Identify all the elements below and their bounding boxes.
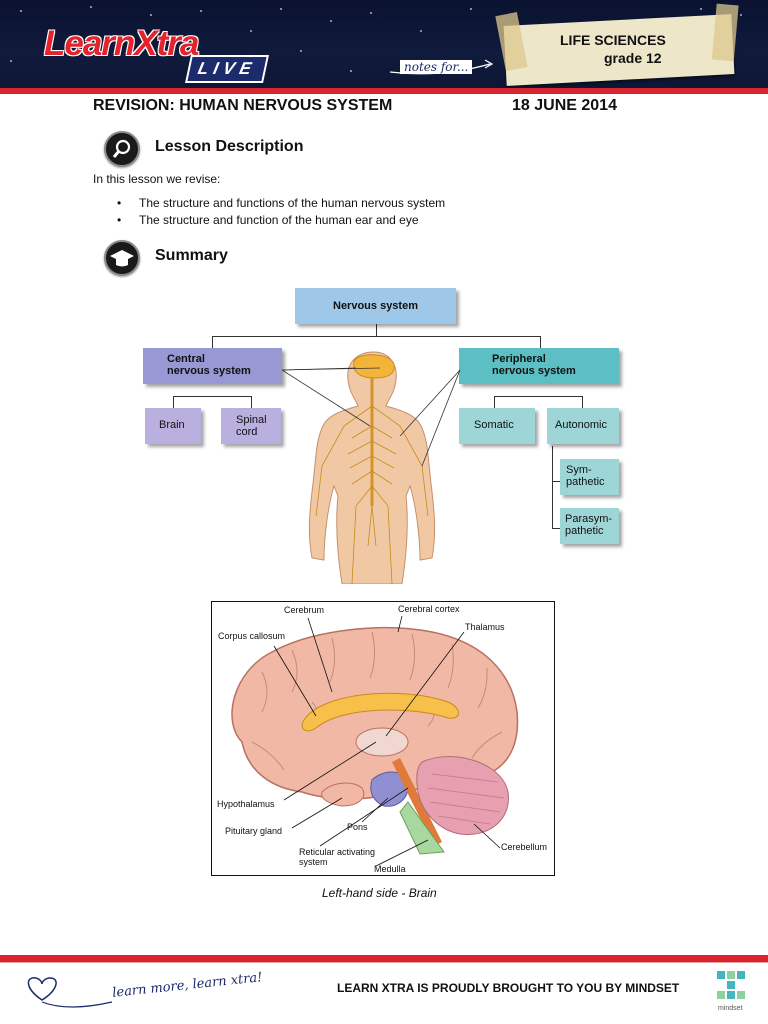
spinal-cord-label: Spinal cord <box>236 414 267 438</box>
graduation-cap-icon <box>104 240 140 276</box>
figure-caption: Left-hand side - Brain <box>322 886 437 900</box>
notes-for-label: notes for... <box>400 60 473 74</box>
brain-cross-section-illustration <box>231 615 519 867</box>
spinal-cord-box: Spinal cord <box>221 408 281 444</box>
connector-line <box>173 396 251 397</box>
connector-line <box>494 396 495 408</box>
list-item: The structure and function of the human … <box>139 213 419 227</box>
learnxtra-logo: LearnXtra <box>44 24 199 63</box>
label-medulla: Medulla <box>374 864 406 874</box>
mindset-label: mindset <box>718 1005 743 1012</box>
bullet-dot: • <box>117 213 122 227</box>
autonomic-box: Autonomic <box>547 408 619 444</box>
parasympathetic-label: Parasym- pathetic <box>565 513 613 537</box>
footer-credit-text: LEARN XTRA IS PROUDLY BROUGHT TO YOU BY … <box>337 981 680 995</box>
document-date: 18 JUNE 2014 <box>512 97 617 114</box>
grade-label: grade 12 <box>604 50 662 66</box>
subject-name: LIFE SCIENCES <box>560 32 666 48</box>
peripheral-nervous-box: Peripheral nervous system <box>459 348 619 384</box>
bullet-dot: • <box>117 196 122 210</box>
sympathetic-box: Sym- pathetic <box>560 459 619 495</box>
magnifier-icon <box>104 131 140 167</box>
label-reticular-activating-system: Reticular activating system <box>299 847 376 867</box>
somatic-label: Somatic <box>474 419 514 431</box>
connector-line <box>582 396 583 408</box>
footer-slogan: learn more, learn xtra! <box>111 970 264 1001</box>
nervous-system-label: Nervous system <box>333 300 418 312</box>
label-cerebrum: Cerebrum <box>284 605 325 615</box>
brain-box: Brain <box>145 408 201 444</box>
label-cerebellum: Cerebellum <box>501 842 548 852</box>
label-pituitary-gland: Pituitary gland <box>225 826 283 836</box>
label-corpus-callosum: Corpus callosum <box>218 631 286 641</box>
label-pons: Pons <box>347 822 368 832</box>
connector-line <box>552 446 553 528</box>
central-nervous-box: Central nervous system <box>143 348 282 384</box>
somatic-box: Somatic <box>459 408 535 444</box>
brain-label: Brain <box>159 419 185 431</box>
live-badge: LIVE <box>185 55 269 83</box>
connector-line <box>540 336 541 348</box>
heart-swirl-icon <box>27 977 113 1008</box>
label-hypothalamus: Hypothalamus <box>217 799 275 809</box>
nervous-system-box: Nervous system <box>295 288 456 324</box>
label-thalamus: Thalamus <box>465 622 505 632</box>
mindset-logo-icon <box>717 971 745 999</box>
connector-line <box>212 336 540 337</box>
connector-line <box>251 396 252 408</box>
parasympathetic-box: Parasym- pathetic <box>560 508 619 544</box>
intro-text: In this lesson we revise: <box>93 172 221 186</box>
summary-heading: Summary <box>155 247 228 264</box>
connector-line <box>552 481 560 482</box>
list-item: The structure and functions of the human… <box>139 196 446 210</box>
label-cerebral-cortex: Cerebral cortex <box>398 604 460 614</box>
lesson-description-heading: Lesson Description <box>155 138 304 155</box>
connector-line <box>212 336 213 348</box>
connector-line <box>494 396 582 397</box>
connector-line <box>552 528 560 529</box>
footer-divider <box>0 962 768 963</box>
connector-line <box>173 396 174 408</box>
autonomic-label: Autonomic <box>555 419 607 431</box>
peripheral-nervous-label: Peripheral nervous system <box>492 353 576 377</box>
document-title: REVISION: HUMAN NERVOUS SYSTEM <box>93 97 393 114</box>
central-nervous-label: Central nervous system <box>167 353 251 377</box>
human-figure-illustration <box>282 351 461 584</box>
footer-stripe <box>0 955 768 962</box>
header-stripe <box>0 88 768 94</box>
sympathetic-label: Sym- pathetic <box>566 464 605 488</box>
connector-line <box>376 324 377 336</box>
